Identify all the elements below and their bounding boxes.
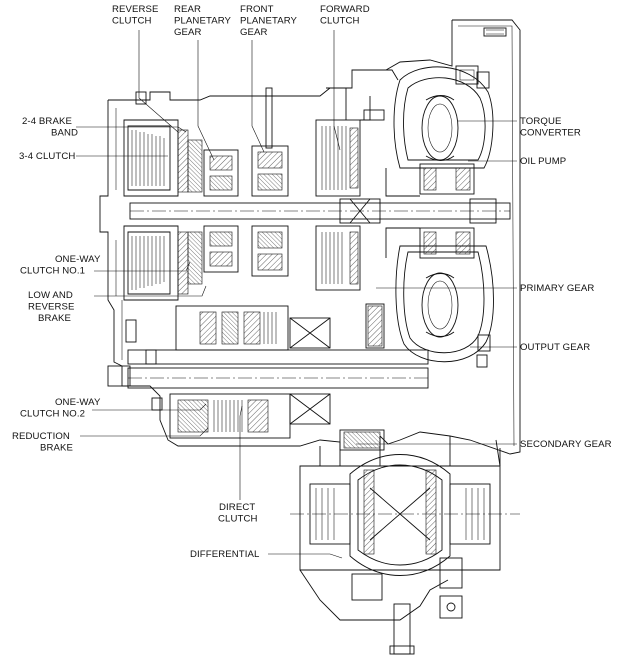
housing-bolts	[476, 27, 507, 368]
torque-converter-drawing	[393, 65, 494, 363]
label-low-and-reverse-brake: LOW AND REVERSE BRAKE	[28, 290, 77, 324]
label-forward-clutch: FORWARD CLUTCH	[320, 4, 373, 27]
one-way-clutch-no1-drawing	[123, 225, 203, 301]
leader-low-and-reverse-brake	[94, 285, 207, 297]
planetary-gears-drawing	[203, 87, 289, 277]
forward-clutch-drawing	[315, 87, 385, 291]
leader-differential	[268, 553, 343, 559]
label-reverse-clutch: REVERSE CLUTCH	[112, 4, 161, 27]
label-differential: DIFFERENTIAL	[190, 549, 260, 560]
leader-reverse-clutch	[138, 30, 179, 133]
label-oil-pump: OIL PUMP	[520, 156, 566, 167]
label-output-gear: OUTPUT GEAR	[520, 342, 590, 353]
label-front-planetary-gear: FRONT PLANETARY GEAR	[240, 4, 300, 38]
label-reduction-brake: REDUCTION BRAKE	[12, 431, 73, 454]
leader-lines	[76, 30, 517, 559]
leader-direct-clutch	[239, 405, 243, 500]
leader-2-4-brake-band	[76, 126, 187, 133]
oil-pump-drawing	[385, 163, 475, 259]
converter-housing	[379, 19, 521, 455]
leader-rear-planetary-gear	[197, 40, 215, 161]
leader-one-way-clutch-no2	[92, 403, 207, 411]
label-secondary-gear: SECONDARY GEAR	[520, 439, 612, 450]
leader-front-planetary-gear	[251, 40, 265, 153]
callout-labels: REVERSE CLUTCH REAR PLANETARY GEAR FRONT…	[12, 4, 612, 560]
reverse-clutch-drawing	[123, 119, 203, 197]
label-rear-planetary-gear: REAR PLANETARY GEAR	[174, 4, 234, 38]
label-direct-clutch: DIRECT CLUTCH	[218, 502, 258, 525]
label-one-way-clutch-no2: ONE-WAY CLUTCH NO.2	[20, 397, 103, 420]
label-2-4-brake-band: 2-4 BRAKE BAND	[22, 116, 78, 139]
transmission-drawing	[99, 19, 521, 655]
label-primary-gear: PRIMARY GEAR	[520, 283, 594, 294]
leader-reduction-brake	[80, 427, 209, 437]
leader-one-way-clutch-no1	[94, 261, 191, 272]
leader-forward-clutch	[333, 30, 341, 151]
label-torque-converter: TORQUE CONVERTER	[520, 116, 581, 139]
differential-drawing	[290, 436, 520, 655]
gear-train-drawing	[107, 303, 429, 451]
label-3-4-clutch: 3-4 CLUTCH	[19, 151, 75, 162]
label-one-way-clutch-no1: ONE-WAY CLUTCH NO.1	[20, 254, 103, 277]
